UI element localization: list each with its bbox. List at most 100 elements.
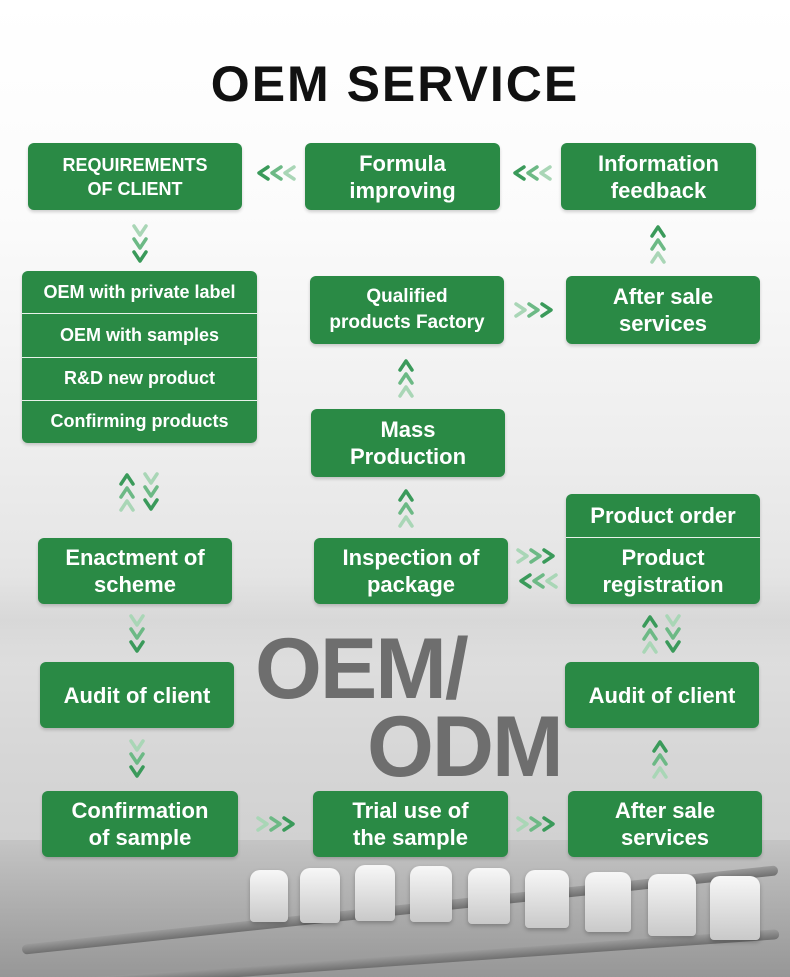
chevron-mark: [642, 628, 658, 641]
information-feedback-box: Information feedback: [561, 143, 756, 210]
after-sale-services-bottom-box: After sale services: [568, 791, 762, 857]
arrow-left-icon: [257, 165, 296, 181]
after-sale-services-top-box: After sale services: [566, 276, 760, 344]
chevron-mark: [143, 498, 159, 511]
chevron-mark: [129, 765, 145, 778]
oem-odm-watermark: OEM/ ODM: [255, 621, 564, 795]
formula-improving-box: Formula improving: [305, 143, 500, 210]
chevron-mark: [132, 250, 148, 263]
arrow-up-icon: [119, 473, 135, 512]
chevron-mark: [129, 752, 145, 765]
chevron-mark: [665, 640, 681, 653]
chevron-mark: [119, 473, 135, 486]
chevron-mark: [650, 238, 666, 251]
chevron-mark: [665, 614, 681, 627]
trial-use-of-sample-label: Trial use of the sample: [352, 798, 469, 850]
chevron-mark: [398, 359, 414, 372]
mass-production-box: Mass Production: [311, 409, 505, 477]
after-sale-services-bottom-label: After sale services: [614, 798, 716, 850]
chevron-mark: [398, 385, 414, 398]
chevron-mark: [652, 766, 668, 779]
inspection-of-package-box: Inspection of package: [314, 538, 508, 604]
bottle-image: [300, 868, 340, 923]
product-registration-label: Product registration: [602, 545, 724, 597]
chevron-mark: [545, 573, 558, 589]
chevron-mark: [540, 302, 553, 318]
arrow-down-icon: [129, 739, 145, 778]
trial-use-of-sample-box: Trial use of the sample: [313, 791, 508, 857]
enactment-of-scheme-label: Enactment of scheme: [65, 545, 205, 597]
chevron-mark: [398, 372, 414, 385]
chevron-mark: [642, 641, 658, 654]
arrow-down-icon: [132, 224, 148, 263]
chevron-mark: [143, 472, 159, 485]
page-title: OEM SERVICE: [210, 56, 580, 112]
chevron-mark: [283, 165, 296, 181]
arrow-up-icon: [398, 489, 414, 528]
oem-option-confirming-products: Confirming products: [50, 411, 229, 432]
chevron-mark: [270, 165, 283, 181]
bottle-image: [468, 868, 510, 924]
chevron-mark: [398, 502, 414, 515]
requirements-of-client-box: REQUIREMENTS OF CLIENT: [28, 143, 242, 210]
qualified-products-factory-label: Qualified products Factory: [329, 286, 485, 333]
chevron-mark: [119, 499, 135, 512]
chevron-mark: [257, 165, 270, 181]
arrow-right-icon: [516, 816, 555, 832]
oem-options-list: OEM with private label OEM with samples …: [22, 271, 257, 443]
chevron-mark: [398, 515, 414, 528]
arrow-right-icon: [256, 816, 295, 832]
chevron-mark: [542, 548, 555, 564]
qualified-products-factory-box: Qualified products Factory: [310, 276, 504, 344]
chevron-mark: [514, 302, 527, 318]
oem-option-rnd-new-product: R&D new product: [22, 358, 257, 401]
oem-option-private-label: OEM with private label: [22, 271, 257, 315]
information-feedback-label: Information feedback: [598, 150, 719, 203]
inspection-of-package-label: Inspection of package: [342, 545, 480, 597]
bottle-image: [710, 876, 760, 940]
product-order-registration-box: Product order Product registration: [566, 494, 760, 604]
chevron-mark: [513, 165, 526, 181]
audit-of-client-right-box: Audit of client: [565, 662, 759, 728]
chevron-mark: [516, 548, 529, 564]
oem-option-samples: OEM with samples: [22, 314, 257, 358]
after-sale-services-top-label: After sale services: [612, 284, 714, 336]
chevron-mark: [542, 816, 555, 832]
bottle-image: [355, 865, 395, 921]
chevron-mark: [529, 548, 542, 564]
enactment-of-scheme-box: Enactment of scheme: [38, 538, 232, 604]
chevron-mark: [129, 739, 145, 752]
arrow-down-icon: [665, 614, 681, 653]
arrow-down-icon: [143, 472, 159, 511]
chevron-mark: [642, 615, 658, 628]
chevron-mark: [129, 640, 145, 653]
bottle-image: [410, 866, 452, 922]
chevron-mark: [132, 237, 148, 250]
chevron-mark: [665, 627, 681, 640]
chevron-mark: [650, 225, 666, 238]
chevron-mark: [143, 485, 159, 498]
arrow-left-icon: [519, 573, 558, 589]
arrow-up-icon: [642, 615, 658, 654]
arrow-right-icon: [514, 302, 553, 318]
bottle-image: [585, 872, 631, 932]
audit-of-client-left-box: Audit of client: [40, 662, 234, 728]
chevron-mark: [256, 816, 269, 832]
chevron-mark: [526, 165, 539, 181]
chevron-mark: [519, 573, 532, 589]
chevron-mark: [539, 165, 552, 181]
arrow-up-icon: [650, 225, 666, 264]
audit-of-client-right-label: Audit of client: [588, 682, 736, 708]
watermark-line-1: OEM/: [255, 621, 469, 717]
chevron-mark: [652, 753, 668, 766]
watermark-line-2: ODM: [367, 699, 564, 795]
bottle-image: [648, 874, 696, 936]
arrow-up-icon: [652, 740, 668, 779]
chevron-mark: [532, 573, 545, 589]
confirmation-of-sample-box: Confirmation of sample: [42, 791, 238, 857]
chevron-mark: [129, 627, 145, 640]
chevron-mark: [282, 816, 295, 832]
chevron-mark: [652, 740, 668, 753]
chevron-mark: [529, 816, 542, 832]
